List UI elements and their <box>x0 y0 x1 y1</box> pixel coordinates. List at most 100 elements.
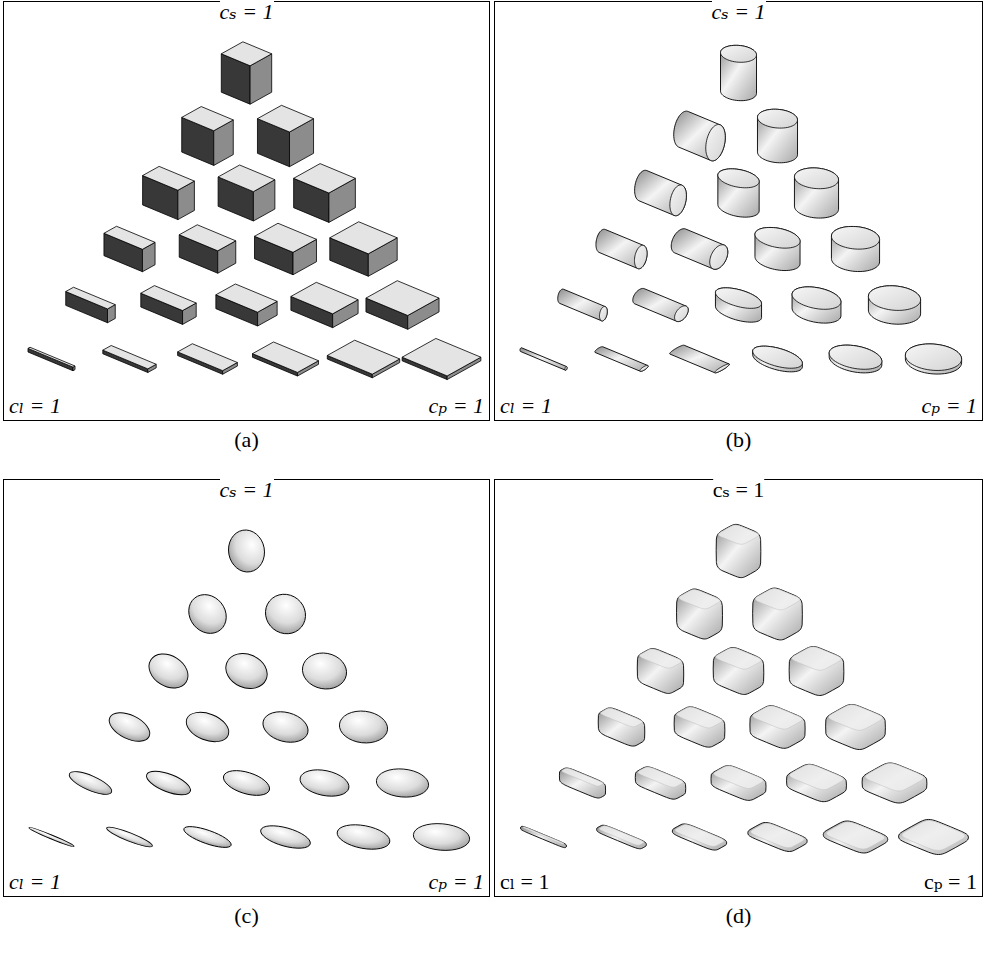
cylinder-cap <box>675 306 689 322</box>
box-top-face <box>255 223 317 252</box>
corner-label: cₗ = 1 <box>500 870 550 894</box>
superquadric-top <box>902 821 965 851</box>
ellipsoid <box>258 821 312 852</box>
box-top-face <box>327 340 399 374</box>
cylinder-cap <box>565 366 567 370</box>
corner-label: cₛ = 1 <box>711 0 765 24</box>
box-top-face <box>28 347 75 367</box>
cylinder-side <box>829 345 882 373</box>
cylinder-side <box>868 286 920 324</box>
superquadric-top <box>755 589 800 610</box>
superquadric-top <box>829 705 883 731</box>
box-top-face <box>104 226 155 249</box>
box-front-face <box>28 348 73 370</box>
figure-panel: cₛ = 1cₗ = 1cₚ = 1(d) <box>494 479 983 897</box>
cylinder-side <box>792 287 841 323</box>
superquadric-body <box>823 821 888 853</box>
superquadric-body <box>674 707 725 747</box>
box-top-face <box>402 338 481 376</box>
superquadric-body <box>521 826 567 847</box>
superquadric-top <box>638 767 683 787</box>
superquadric-body <box>787 764 847 801</box>
superquadric-top <box>675 825 724 847</box>
superquadric-body <box>598 708 645 746</box>
superquadric-body <box>559 768 605 798</box>
superquadric-top <box>523 827 564 844</box>
cylinder-side <box>753 346 803 372</box>
panel-caption: (d) <box>726 904 752 928</box>
cylinder-cap <box>634 245 647 268</box>
cylinder-cap <box>829 345 882 369</box>
figure-panel: cₛ = 1cₗ = 1cₚ = 1(b) <box>494 1 983 421</box>
ellipsoid <box>182 822 234 851</box>
cylinder-side <box>755 227 800 270</box>
box-top-face <box>330 222 397 254</box>
cylinder-side <box>520 348 567 371</box>
ellipsoid <box>260 707 312 747</box>
superquadric-top <box>826 822 884 849</box>
ellipsoid <box>182 707 233 748</box>
corner-label: cₚ = 1 <box>922 394 977 418</box>
box-top-face <box>216 284 277 312</box>
cylinder-side <box>721 45 757 100</box>
superquadric-top <box>792 647 841 670</box>
box-top-face <box>257 105 313 132</box>
ellipsoid <box>67 767 115 799</box>
corner-label: cₗ = 1 <box>500 394 552 418</box>
box-top-face <box>221 42 271 66</box>
cylinder-side <box>635 170 687 215</box>
superquadric-top <box>640 649 682 668</box>
superquadric-body <box>677 589 723 639</box>
superquadric-body <box>637 649 683 694</box>
box-top-face <box>141 286 196 311</box>
superquadric-body <box>711 766 766 801</box>
box-top-face <box>218 165 275 192</box>
ellipsoid <box>105 707 154 747</box>
cylinder-side <box>674 111 726 161</box>
panel-caption: (a) <box>234 428 258 452</box>
superquadric-body <box>713 648 764 695</box>
box-top-face <box>103 346 156 369</box>
ellipsoid <box>298 766 352 800</box>
superquadric-top <box>865 763 923 791</box>
ellipsoid <box>338 708 390 745</box>
ellipsoid <box>28 826 74 848</box>
superquadric-top <box>751 823 804 847</box>
cylinder-side <box>595 347 648 372</box>
ellipsoid <box>225 527 268 575</box>
ellipsoid <box>335 821 392 853</box>
cylinder-side <box>633 288 688 321</box>
ellipsoid <box>375 767 430 800</box>
ellipsoid <box>144 766 194 799</box>
superquadric-body <box>672 824 726 850</box>
cylinder-cap <box>640 365 648 371</box>
box-top-face <box>291 282 358 314</box>
ellipsoid <box>220 647 272 695</box>
box-top-face <box>143 166 195 190</box>
cylinder-cap <box>715 364 730 373</box>
superquadric-body <box>716 524 761 577</box>
figure-panel: cₛ = 1cₗ = 1cₚ = 1(c) <box>3 479 490 897</box>
box-top-face <box>178 344 238 371</box>
cylinder-cap <box>794 168 838 189</box>
cylinder-cap <box>753 346 803 368</box>
box-top-face <box>294 164 356 193</box>
superquadric-top <box>714 766 764 789</box>
panel-caption: (c) <box>234 904 258 928</box>
cylinder-side <box>596 229 647 269</box>
superquadric-top <box>753 706 803 729</box>
cylinder-cap <box>755 227 800 248</box>
ellipsoid <box>105 824 154 850</box>
cylinder-side <box>718 169 759 217</box>
cylinder-cap <box>715 288 761 308</box>
superquadric-body <box>635 767 685 799</box>
cylinder-cap <box>831 226 879 249</box>
cylinder-side <box>757 109 797 163</box>
cylinder-side <box>671 229 728 270</box>
cylinder-side <box>905 344 961 374</box>
cylinder-side <box>794 168 838 218</box>
superquadric-body <box>750 706 805 749</box>
superquadric-top <box>677 707 723 728</box>
superquadric-body <box>748 822 807 851</box>
cylinder-side <box>831 226 879 271</box>
